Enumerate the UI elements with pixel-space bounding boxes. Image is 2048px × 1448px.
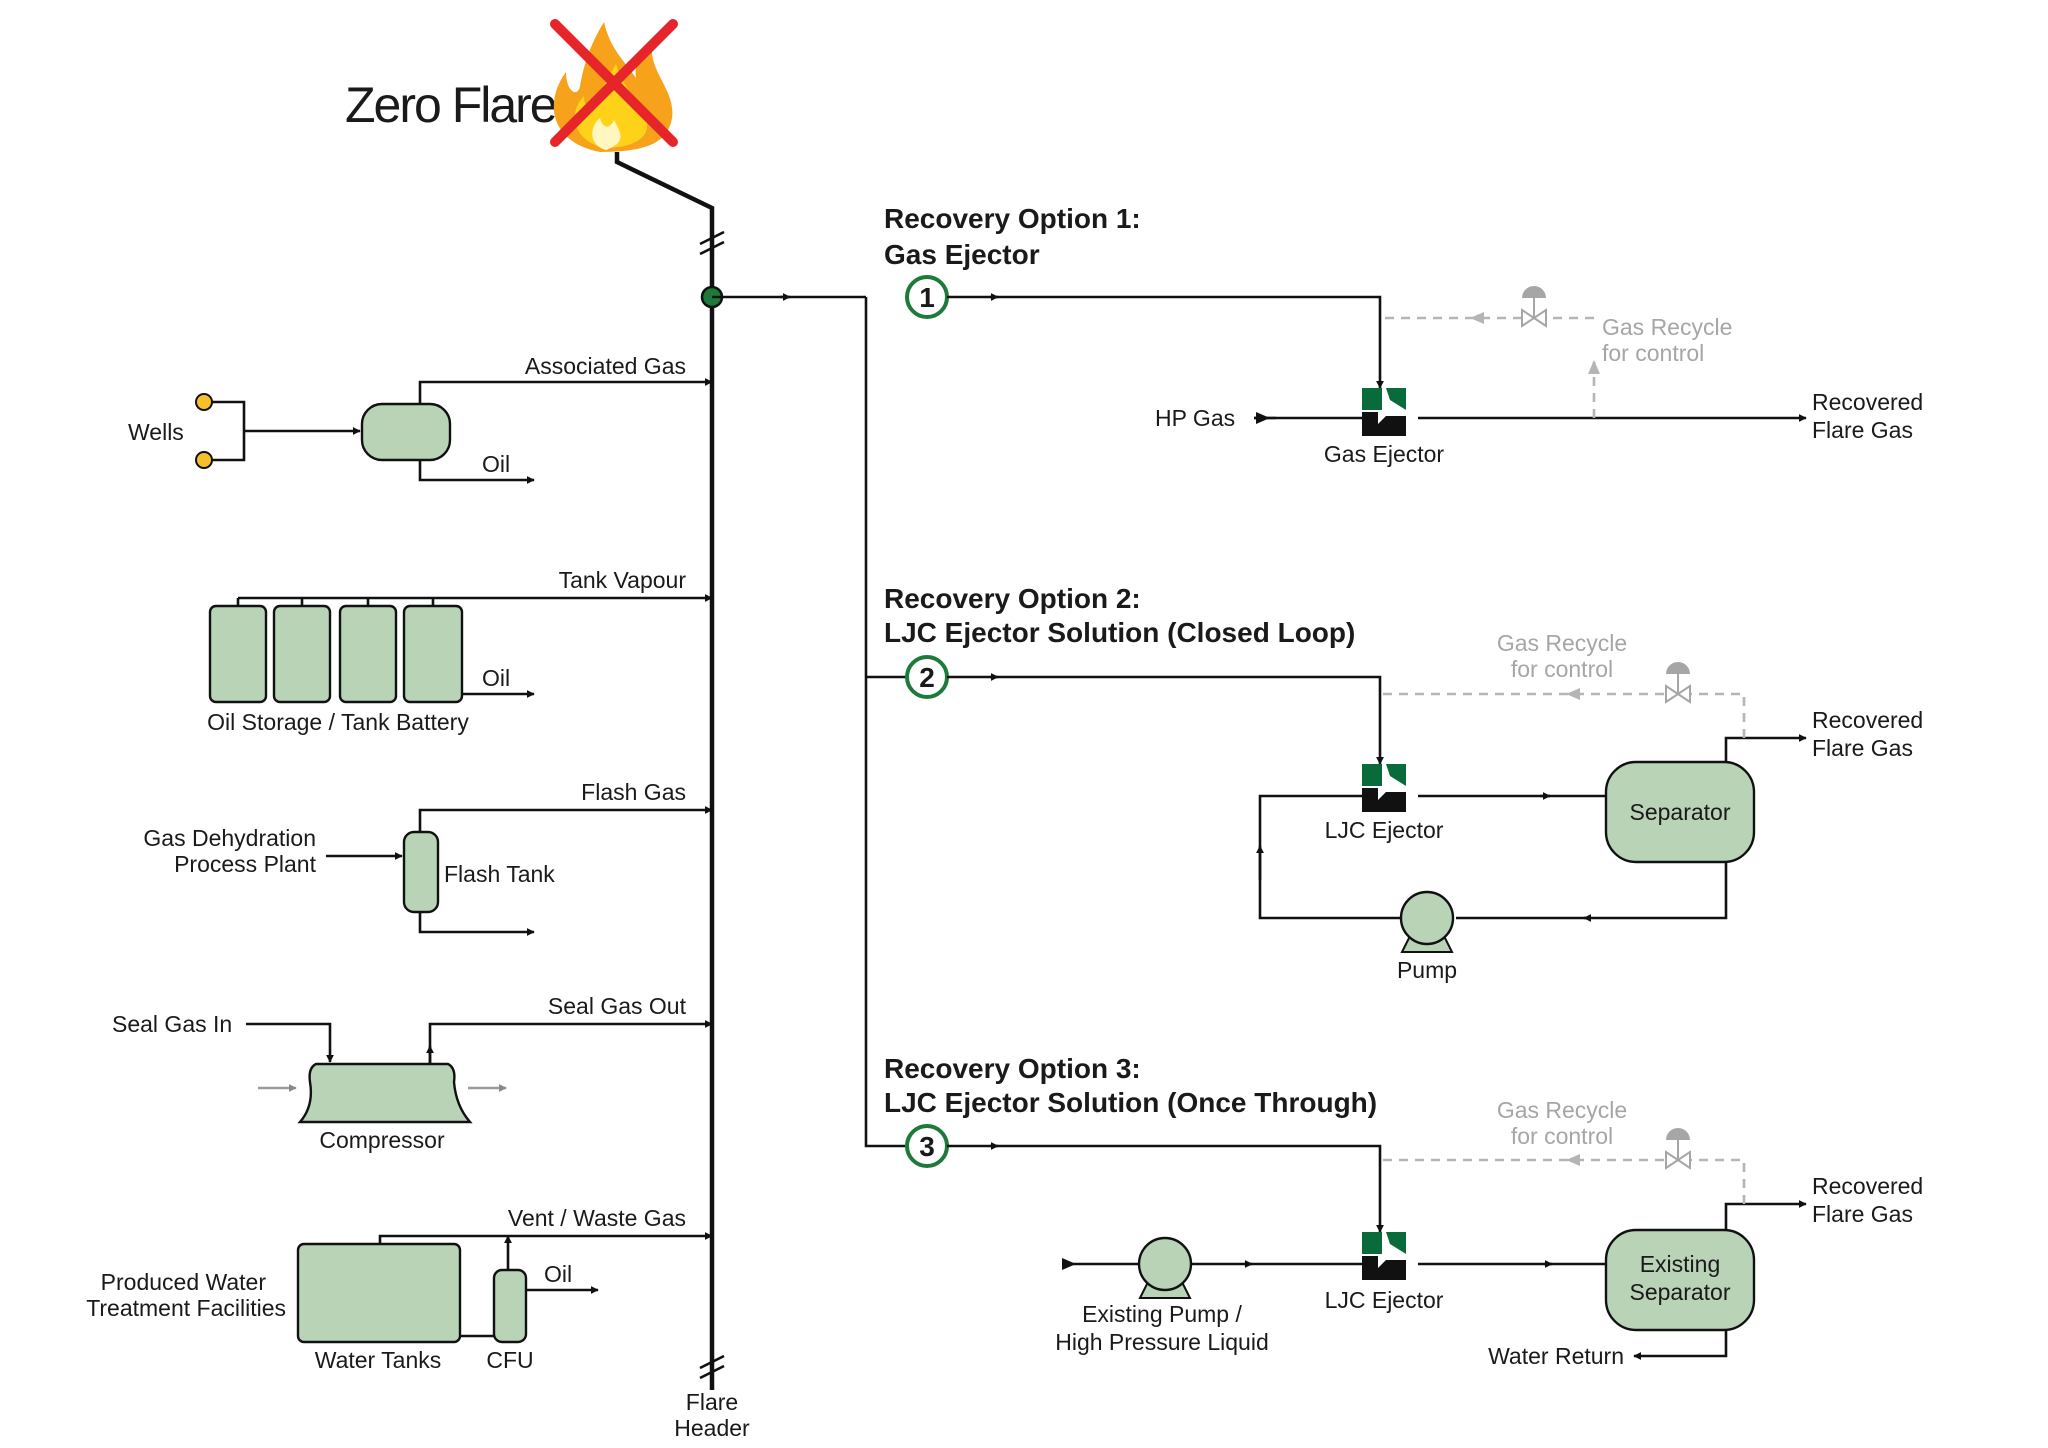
option1-flow	[947, 293, 1807, 424]
flash-tank-group	[326, 806, 713, 936]
compressor-label: Compressor	[319, 1127, 445, 1153]
option2-recovered-1: Recovered	[1812, 707, 1923, 733]
pump-icon	[1399, 890, 1455, 953]
wells-label: Wells	[128, 419, 184, 445]
option3-separator-label-2: Separator	[1629, 1279, 1730, 1305]
ejector-icon	[1362, 764, 1406, 812]
ejector-icon	[1362, 388, 1406, 436]
water-tanks-label: Water Tanks	[315, 1347, 442, 1373]
storage-tank	[402, 604, 464, 704]
option3-recycle-2: for control	[1511, 1123, 1613, 1149]
water-return-label: Water Return	[1488, 1343, 1624, 1369]
option1-title-2: Gas Ejector	[884, 239, 1040, 270]
cfu-vessel	[492, 1268, 528, 1344]
pump-icon	[1137, 1236, 1193, 1299]
page-title: Zero Flare!	[345, 77, 568, 133]
option2-separator-label: Separator	[1629, 799, 1730, 825]
recovery-branch	[712, 293, 906, 1148]
gas-dehydration-label-2: Process Plant	[174, 851, 317, 877]
produced-water-label-2: Treatment Facilities	[86, 1295, 286, 1321]
cfu-label: CFU	[486, 1347, 533, 1373]
tank-battery	[208, 594, 713, 704]
option3-pump-label-1: Existing Pump /	[1082, 1301, 1242, 1327]
option3-number: 3	[919, 1131, 935, 1162]
oil-storage-label: Oil Storage / Tank Battery	[207, 709, 469, 735]
oil-label-3: Oil	[544, 1261, 572, 1287]
compressor-group	[246, 1020, 713, 1124]
option1-ejector-label: Gas Ejector	[1324, 441, 1444, 467]
flare-header-label-1: Flare	[686, 1389, 738, 1415]
oil-label-1: Oil	[482, 451, 510, 477]
produced-water-label-1: Produced Water	[101, 1269, 267, 1295]
water-tank	[296, 1242, 462, 1344]
control-valve-icon	[1665, 1128, 1691, 1170]
option2-title-2: LJC Ejector Solution (Closed Loop)	[884, 617, 1355, 648]
option2-recycle-1: Gas Recycle	[1497, 630, 1627, 656]
oil-label-2: Oil	[482, 665, 510, 691]
water-treatment-group	[296, 1232, 713, 1344]
option3-separator-label-1: Existing	[1640, 1251, 1721, 1277]
option2-ejector-label: LJC Ejector	[1325, 817, 1444, 843]
option1-title-1: Recovery Option 1:	[884, 203, 1141, 234]
option1-number: 1	[919, 282, 935, 313]
well-icon	[195, 451, 213, 469]
hp-gas-label: HP Gas	[1155, 405, 1235, 431]
option2-title-1: Recovery Option 2:	[884, 583, 1141, 614]
ejector-icon	[1362, 1232, 1406, 1280]
option3-recycle-1: Gas Recycle	[1497, 1097, 1627, 1123]
control-valve-icon	[1521, 286, 1547, 328]
wells-group	[195, 378, 713, 484]
seal-gas-in-label: Seal Gas In	[112, 1011, 232, 1037]
associated-gas-label: Associated Gas	[525, 353, 686, 379]
storage-tank	[272, 604, 332, 704]
tank-vapour-label: Tank Vapour	[559, 567, 687, 593]
option3-ejector-label: LJC Ejector	[1325, 1287, 1444, 1313]
control-valve-icon	[1665, 662, 1691, 704]
option1-recycle-2: for control	[1602, 340, 1704, 366]
separator-vessel	[1604, 760, 1756, 864]
option1-recycle-1: Gas Recycle	[1602, 314, 1732, 340]
option3-title-2: LJC Ejector Solution (Once Through)	[884, 1087, 1377, 1118]
no-flare-cross-icon	[550, 19, 678, 147]
option1-recovered-1: Recovered	[1812, 389, 1923, 415]
option2-recycle-2: for control	[1511, 656, 1613, 682]
option3-pump-label-2: High Pressure Liquid	[1055, 1329, 1269, 1355]
vent-waste-gas-label: Vent / Waste Gas	[508, 1205, 686, 1231]
option1-recovered-2: Flare Gas	[1812, 417, 1913, 443]
separator-vessel	[360, 402, 452, 462]
gas-dehydration-label-1: Gas Dehydration	[143, 825, 316, 851]
storage-tank	[338, 604, 398, 704]
option3-recovered-1: Recovered	[1812, 1173, 1923, 1199]
compressor	[297, 1062, 473, 1124]
flash-tank-label: Flash Tank	[444, 861, 555, 887]
option3-title-1: Recovery Option 3:	[884, 1053, 1141, 1084]
option2-flow	[947, 673, 1807, 922]
option3-flow	[947, 1142, 1807, 1360]
option2-pump-label: Pump	[1397, 957, 1457, 983]
seal-gas-out-label: Seal Gas Out	[548, 993, 687, 1019]
flare-header-label-2: Header	[674, 1415, 750, 1441]
well-icon	[195, 393, 213, 411]
flash-tank	[402, 830, 440, 914]
option2-number: 2	[919, 662, 935, 693]
flash-gas-label: Flash Gas	[581, 779, 686, 805]
option2-recovered-2: Flare Gas	[1812, 735, 1913, 761]
existing-separator-vessel	[1604, 1228, 1756, 1332]
option3-recovered-2: Flare Gas	[1812, 1201, 1913, 1227]
storage-tank	[208, 604, 268, 704]
